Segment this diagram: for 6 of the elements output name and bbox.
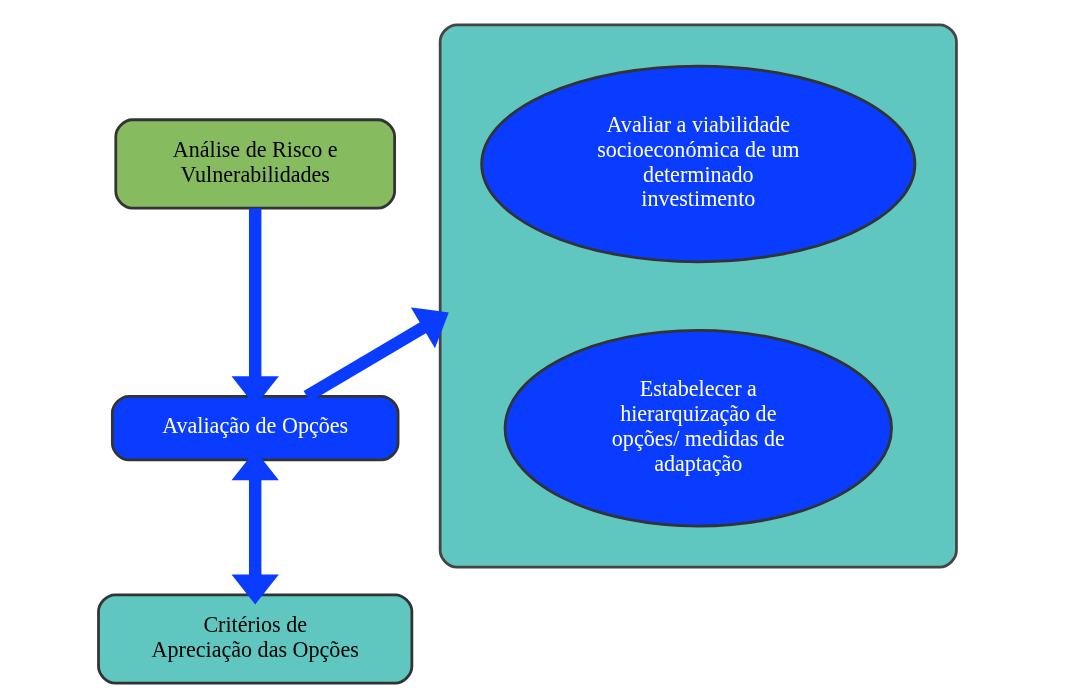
- cluster: [438, 23, 958, 569]
- node-ellipse: Avaliar a viabilidade socioeconómica de um determinado investimento: [479, 64, 916, 264]
- node-ellipse: Estabelecer a hierarquização de opções/ medidas de adaptação: [503, 328, 893, 528]
- node-box: Critérios de Apreciação das Opções: [96, 593, 413, 685]
- node-box: Avaliação de Opções: [110, 395, 399, 462]
- node-box: Análise de Risco e Vulnerabilidades: [113, 118, 396, 210]
